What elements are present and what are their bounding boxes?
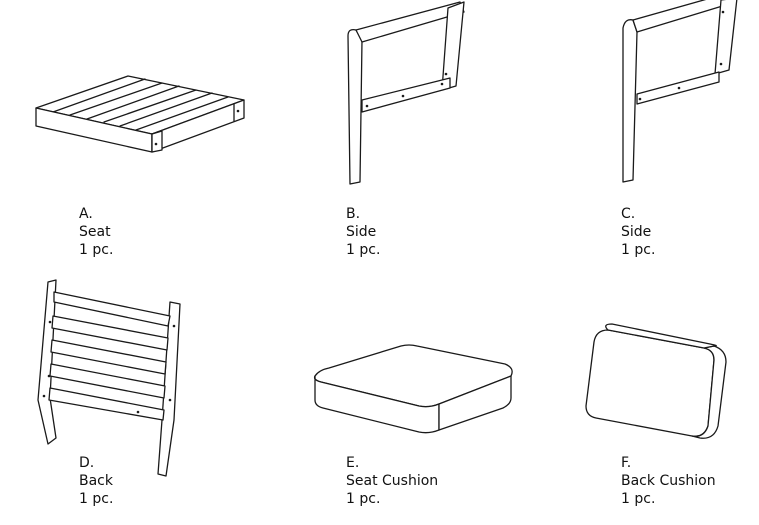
part-letter: A. bbox=[79, 206, 93, 222]
part-label-d: D. Back 1 pc. bbox=[79, 454, 113, 508]
part-label-b: B. Side 1 pc. bbox=[346, 205, 380, 259]
part-label-a: A. Seat 1 pc. bbox=[79, 205, 113, 259]
part-letter: E. bbox=[346, 455, 360, 471]
back-cushion-illustration bbox=[580, 322, 730, 442]
part-letter: B. bbox=[346, 206, 361, 222]
part-name: Seat bbox=[79, 224, 111, 240]
part-name: Back bbox=[79, 473, 113, 489]
part-name: Back Cushion bbox=[621, 473, 716, 489]
part-label-e: E. Seat Cushion 1 pc. bbox=[346, 454, 438, 508]
part-letter: D. bbox=[79, 455, 95, 471]
part-name: Side bbox=[346, 224, 377, 240]
part-quantity: 1 pc. bbox=[346, 242, 381, 258]
part-label-f: F. Back Cushion 1 pc. bbox=[621, 454, 716, 508]
back-illustration bbox=[30, 278, 190, 478]
part-quantity: 1 pc. bbox=[79, 242, 114, 258]
part-quantity: 1 pc. bbox=[621, 242, 656, 258]
side-illustration-b bbox=[340, 0, 470, 190]
part-quantity: 1 pc. bbox=[621, 491, 656, 507]
seat-cushion-illustration bbox=[305, 340, 520, 440]
part-label-c: C. Side 1 pc. bbox=[621, 205, 655, 259]
seat-illustration bbox=[30, 70, 250, 160]
side-illustration-c bbox=[615, 0, 745, 190]
part-name: Seat Cushion bbox=[346, 473, 439, 489]
part-name: Side bbox=[621, 224, 652, 240]
part-quantity: 1 pc. bbox=[79, 491, 114, 507]
part-letter: C. bbox=[621, 206, 636, 222]
part-quantity: 1 pc. bbox=[346, 491, 381, 507]
part-letter: F. bbox=[621, 455, 632, 471]
